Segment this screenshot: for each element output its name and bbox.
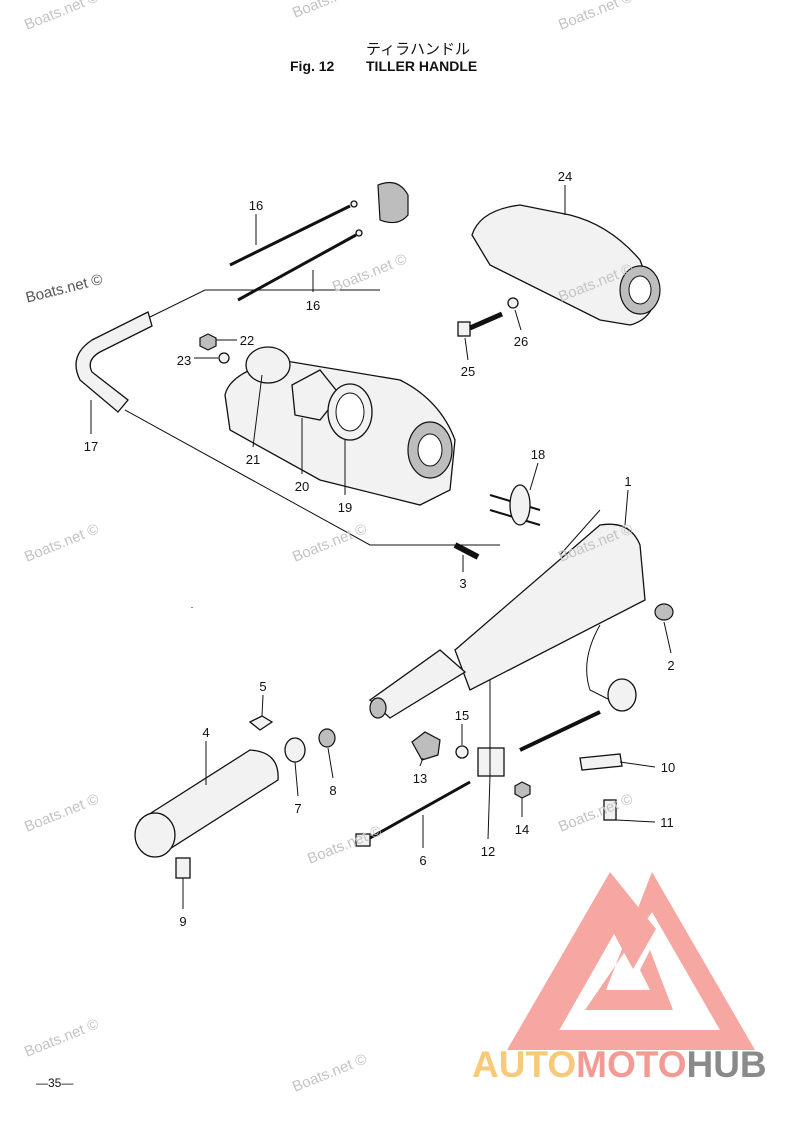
collar: [284, 737, 306, 763]
callout-16a: 16: [249, 198, 263, 213]
leader-lines: [90, 185, 672, 909]
figure-title: TILLER HANDLE: [366, 58, 478, 74]
callout-23: 23: [177, 353, 191, 368]
plate: [579, 753, 623, 771]
callout-5: 5: [259, 679, 266, 694]
callout-4: 4: [202, 725, 209, 740]
bushing: [318, 728, 336, 748]
callout-24: 24: [558, 169, 572, 184]
callout-20: 20: [295, 479, 309, 494]
plate: [245, 346, 291, 384]
friction-block: [477, 747, 505, 777]
callout-8: 8: [329, 783, 336, 798]
friction-rod: [355, 780, 471, 847]
callout-9: 9: [179, 914, 186, 929]
figure-number: Fig. 12: [290, 58, 335, 74]
callout-7: 7: [294, 801, 301, 816]
washer: [218, 352, 230, 364]
sticker: [248, 715, 274, 731]
callout-22: 22: [240, 333, 254, 348]
callout-14: 14: [515, 822, 529, 837]
screw: [603, 799, 617, 821]
callout-15: 15: [455, 708, 469, 723]
nut: [199, 333, 217, 351]
callout-6: 6: [419, 853, 426, 868]
logo-auto: AUTO: [472, 1044, 577, 1085]
tiller-handle-arm: [368, 509, 646, 719]
throttle-grip: [134, 749, 279, 858]
callout-17: 17: [84, 439, 98, 454]
callout-11: 11: [660, 815, 674, 830]
washer: [507, 297, 519, 309]
wire-harness: [586, 624, 611, 701]
callout-13: 13: [413, 771, 427, 786]
callout-21: 21: [246, 452, 260, 467]
knob: [411, 731, 441, 761]
logo-wordmark: AUTOMOTOHUB: [472, 1044, 767, 1086]
callout-25: 25: [461, 364, 475, 379]
throttle-cable: [229, 200, 363, 302]
nut: [514, 781, 531, 799]
grommet: [489, 484, 541, 526]
callout-18: 18: [531, 447, 545, 462]
screw: [175, 857, 191, 879]
callout-2: 2: [667, 658, 674, 673]
cap: [654, 603, 674, 621]
callout-16b: 16: [306, 298, 320, 313]
throttle-rod: [519, 710, 601, 752]
title-japanese: ティラハンドル: [366, 41, 470, 58]
logo-hub: HUB: [686, 1044, 767, 1085]
page-number: —35—: [36, 1076, 74, 1090]
stud: [453, 542, 480, 560]
callout-10: 10: [661, 760, 675, 775]
callout-12: 12: [481, 844, 495, 859]
cable-clip: [377, 182, 409, 224]
callout-19: 19: [338, 500, 352, 515]
bolt: [457, 311, 504, 337]
logo-moto: MOTO: [576, 1044, 687, 1085]
tiller-bracket: [471, 204, 661, 326]
callout-3: 3: [459, 576, 466, 591]
callout-1: 1: [624, 474, 631, 489]
callout-26: 26: [514, 334, 528, 349]
hose: [75, 311, 153, 413]
logo-mark: [507, 872, 755, 1050]
stop-switch: [607, 678, 637, 712]
washer: [455, 745, 469, 759]
